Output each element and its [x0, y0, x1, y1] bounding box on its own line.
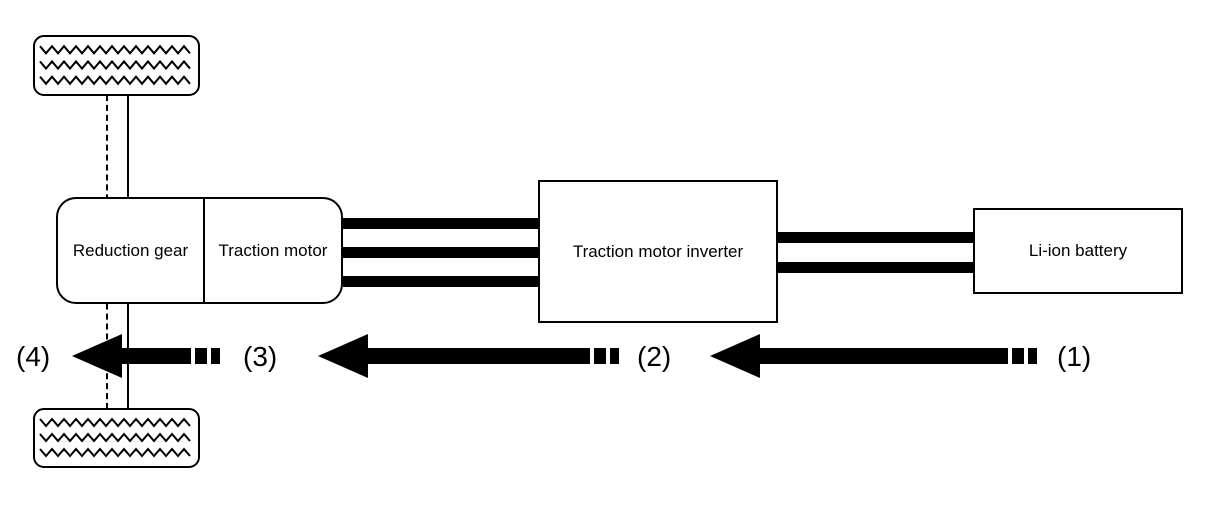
drive-unit-box: Reduction gear Traction motor [56, 197, 343, 304]
traction-motor-inverter-box: Traction motor inverter [538, 180, 778, 323]
traction-motor-box: Traction motor [205, 199, 341, 302]
reduction-gear-box: Reduction gear [58, 199, 205, 302]
power-cable [343, 218, 538, 229]
tire-tread-icon [39, 44, 191, 86]
arrow-head-icon [318, 334, 368, 378]
rear-tire [33, 408, 200, 468]
arrow-shaft [760, 348, 1008, 364]
arrow-tail-dash [195, 348, 207, 364]
flow-step-label-2: (2) [637, 341, 672, 372]
power-cable [777, 262, 973, 273]
arrow-shaft [368, 348, 590, 364]
power-flow-arrow-4 [72, 334, 220, 378]
arrow-tail-dash [610, 348, 619, 364]
power-cable [343, 247, 538, 258]
arrow-head-icon [72, 334, 122, 378]
traction-motor-label: Traction motor [218, 240, 328, 260]
arrow-head-icon [710, 334, 760, 378]
battery-label: Li-ion battery [1028, 241, 1128, 260]
power-flow-arrow-2 [710, 334, 1037, 378]
flow-step-label-4: (4) [16, 341, 51, 372]
arrow-tail-dash [594, 348, 606, 364]
power-cable [343, 276, 538, 287]
front-tire [33, 35, 200, 96]
arrow-tail-dash [1028, 348, 1037, 364]
reduction-gear-label: Reduction gear [72, 240, 189, 260]
arrow-shaft [122, 348, 191, 364]
tire-tread-icon [39, 417, 191, 458]
inverter-label: Traction motor inverter [572, 241, 744, 261]
li-ion-battery-box: Li-ion battery [973, 208, 1183, 294]
flow-step-label-3: (3) [243, 341, 278, 372]
arrow-tail-dash [211, 348, 220, 364]
power-flow-arrow-3 [318, 334, 619, 378]
flow-step-label-1: (1) [1057, 341, 1092, 372]
power-cable [777, 232, 973, 243]
arrow-tail-dash [1012, 348, 1024, 364]
